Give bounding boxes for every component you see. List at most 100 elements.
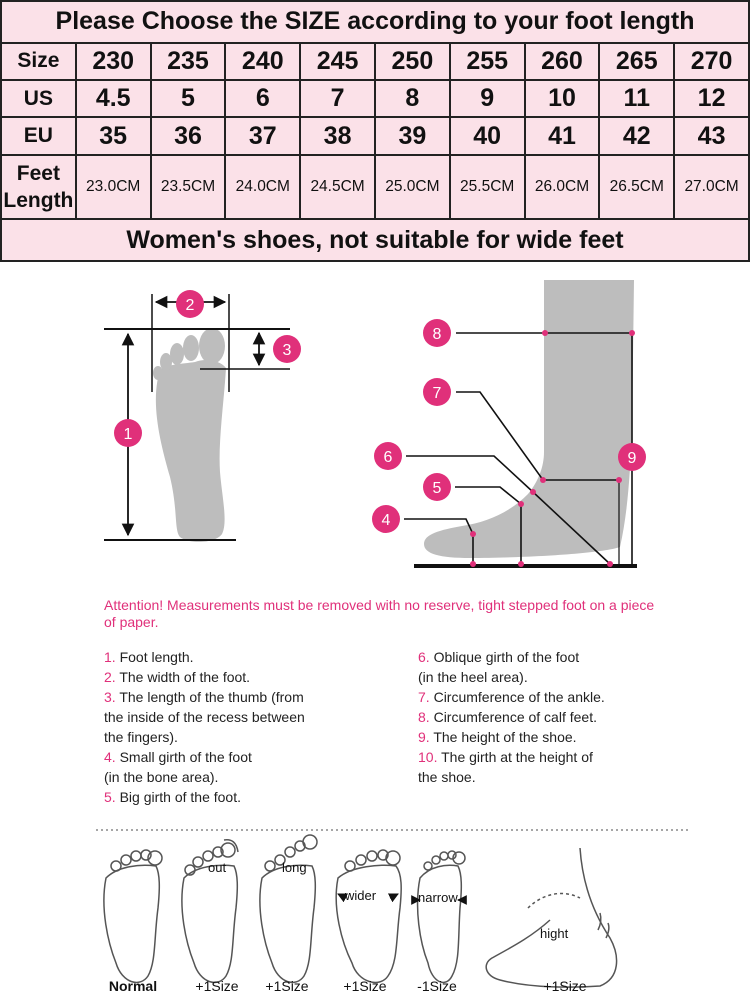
label-out: out xyxy=(208,860,226,875)
foot-type-illustrations: out long wider narrow hight xyxy=(96,829,690,988)
table-cell: 235 xyxy=(149,41,227,82)
table-cell: 11 xyxy=(598,79,676,119)
attention-note: Attention! Measurements must be removed … xyxy=(104,597,655,630)
foot-sole-illustration xyxy=(104,294,290,542)
table-cell: 35 xyxy=(74,116,152,156)
table-footer-row: Women's shoes, not suitable for wide fee… xyxy=(0,218,750,262)
table-cell: 240 xyxy=(224,41,302,82)
table-cell: 230 xyxy=(74,41,152,82)
table-cell: 260 xyxy=(523,41,601,82)
label-narrow: narrow xyxy=(418,890,458,905)
list-item: 5. Big girth of the foot. xyxy=(104,789,241,805)
list-item: 10. The girth at the height of xyxy=(418,749,593,765)
svg-text:1: 1 xyxy=(124,426,133,443)
list-item: 6. Oblique girth of the foot xyxy=(418,649,580,665)
table-cell: 40 xyxy=(448,116,526,156)
table-cell: 39 xyxy=(373,116,451,156)
table-cell: 41 xyxy=(523,116,601,156)
marker-8: 8 xyxy=(423,319,451,347)
list-item: (in the heel area). xyxy=(418,669,528,685)
row-label-feet-length: Feet Length xyxy=(0,153,77,221)
measurement-diagram: 1 2 3 4 5 6 7 8 9 xyxy=(104,280,646,568)
table-title-row: Please Choose the SIZE according to your… xyxy=(0,0,750,44)
marker-1: 1 xyxy=(114,419,142,447)
label-hight: hight xyxy=(540,926,569,941)
table-row: Size 230 235 240 245 250 255 260 265 270 xyxy=(0,41,750,82)
table-row: US 4.5 5 6 7 8 9 10 11 12 xyxy=(0,79,750,119)
measurement-list-right: 6. Oblique girth of the foot (in the hee… xyxy=(418,647,738,787)
toe-2 xyxy=(183,335,199,361)
caption-long: +1Size xyxy=(265,978,309,994)
foot-long xyxy=(259,834,318,984)
leg-shape xyxy=(424,280,634,558)
marker-7: 7 xyxy=(423,378,451,406)
point-dot xyxy=(530,489,536,495)
list-item: 1. Foot length. xyxy=(104,649,194,665)
point-dot xyxy=(470,531,476,537)
foot-normal xyxy=(103,849,163,984)
caption-wider: +1Size xyxy=(343,978,387,994)
marker-5: 5 xyxy=(423,473,451,501)
point-dot xyxy=(518,561,524,567)
point-dot xyxy=(540,477,546,483)
point-dot xyxy=(518,501,524,507)
marker-6: 6 xyxy=(374,442,402,470)
point-dot xyxy=(607,561,613,567)
list-item: the shoe. xyxy=(418,769,476,785)
toe-5 xyxy=(153,366,163,380)
list-item: the fingers). xyxy=(104,729,178,745)
table-cell: 12 xyxy=(673,79,750,119)
table-cell: 245 xyxy=(299,41,376,82)
point-dot xyxy=(616,477,622,483)
table-cell: 9 xyxy=(448,79,526,119)
table-cell: 6 xyxy=(224,79,302,119)
wider-arrow-right xyxy=(387,893,399,903)
table-cell: 23.5CM xyxy=(149,153,227,221)
oblique-girth-line xyxy=(406,455,611,565)
small-girth-line xyxy=(404,518,474,564)
toe-4 xyxy=(160,353,172,371)
list-item: the inside of the recess between xyxy=(104,709,305,725)
table-row: Feet Length 23.0CM 23.5CM 24.0CM 24.5CM … xyxy=(0,153,750,221)
row-label-us: US xyxy=(0,79,77,119)
table-title: Please Choose the SIZE according to your… xyxy=(0,0,750,44)
svg-text:9: 9 xyxy=(628,450,637,467)
foot-high-instep xyxy=(485,847,618,988)
table-cell: 42 xyxy=(598,116,676,156)
table-cell: 8 xyxy=(373,79,451,119)
ankle-line xyxy=(456,391,619,481)
list-item: 8. Circumference of calf feet. xyxy=(418,709,597,725)
point-dot xyxy=(629,330,635,336)
table-cell: 10 xyxy=(523,79,601,119)
table-row: EU 35 36 37 38 39 40 41 42 43 xyxy=(0,116,750,156)
table-cell: 24.0CM xyxy=(224,153,302,221)
table-cell: 7 xyxy=(299,79,376,119)
label-wider: wider xyxy=(344,888,377,903)
caption-normal: Normal xyxy=(108,978,158,994)
row-label-size: Size xyxy=(0,41,77,82)
table-cell: 265 xyxy=(598,41,676,82)
table-cell: 4.5 xyxy=(74,79,152,119)
toe-3 xyxy=(170,343,184,365)
big-girth-line xyxy=(455,486,522,564)
svg-text:7: 7 xyxy=(433,385,442,402)
wider-arrow-left xyxy=(337,893,349,903)
list-item: 2. The width of the foot. xyxy=(104,669,251,685)
svg-text:2: 2 xyxy=(186,297,195,314)
svg-text:6: 6 xyxy=(384,449,393,466)
svg-text:5: 5 xyxy=(433,480,442,497)
list-item: 7. Circumference of the ankle. xyxy=(418,689,605,705)
caption-narrow: -1Size xyxy=(417,978,457,994)
table-cell: 27.0CM xyxy=(673,153,750,221)
marker-3: 3 xyxy=(273,335,301,363)
table-cell: 38 xyxy=(299,116,376,156)
toe-big xyxy=(199,328,225,364)
point-dot xyxy=(542,330,548,336)
table-cell: 26.5CM xyxy=(598,153,676,221)
size-chart-table: Please Choose the SIZE according to your… xyxy=(0,0,750,262)
table-cell: 255 xyxy=(448,41,526,82)
svg-text:4: 4 xyxy=(382,512,391,529)
list-item: (in the bone area). xyxy=(104,769,219,785)
svg-text:8: 8 xyxy=(433,326,442,343)
table-footer-note: Women's shoes, not suitable for wide fee… xyxy=(0,218,750,262)
